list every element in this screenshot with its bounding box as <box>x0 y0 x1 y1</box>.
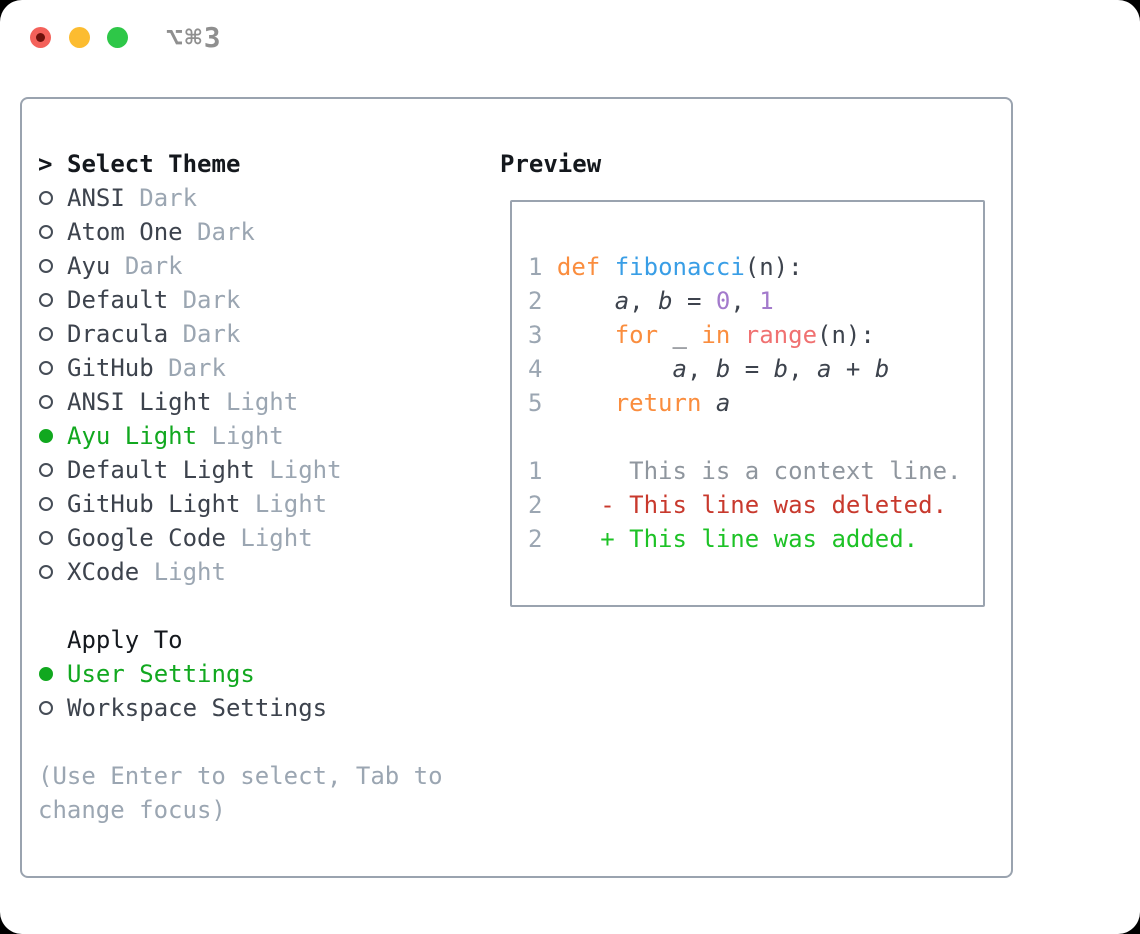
preview-code: 1 def fibonacci(n): 2 a, b = 0, 1 3 for _ … <box>528 250 983 556</box>
radio-icon <box>39 225 53 239</box>
minimize-button-icon[interactable] <box>69 27 90 48</box>
preview-code-line: 4 a, b = b, a + b <box>528 355 890 383</box>
radio-icon <box>39 667 53 681</box>
theme-variant: Light <box>240 524 313 552</box>
theme-list: ANSI Dark Atom One Dark Ayu Dark Default… <box>38 181 458 589</box>
apply-to-title: Apply To <box>67 626 183 654</box>
theme-variant: Light <box>225 388 299 416</box>
theme-variant: Light <box>269 456 342 484</box>
radio-icon <box>39 565 53 579</box>
theme-variant: Light <box>153 558 226 586</box>
radio-icon <box>39 497 53 511</box>
theme-name: Atom One <box>67 218 183 246</box>
theme-name: ANSI <box>67 184 125 212</box>
preview-code-line: 2 a, b = 0, 1 <box>528 287 774 315</box>
theme-option[interactable]: Default Dark <box>38 283 458 317</box>
apply-to-section: Apply To User Settings Workspace Setting… <box>38 623 458 725</box>
theme-option[interactable]: Dracula Dark <box>38 317 458 351</box>
apply-to-list: User Settings Workspace Settings <box>38 657 458 725</box>
radio-icon <box>39 327 53 341</box>
preview-code-line: 1 This is a context line. <box>528 457 962 485</box>
theme-name: XCode <box>67 558 140 586</box>
theme-variant: Light <box>254 490 328 518</box>
theme-option[interactable]: GitHub Dark <box>38 351 458 385</box>
theme-option[interactable]: ANSI Dark <box>38 181 458 215</box>
apply-to-label: User Settings <box>67 660 255 688</box>
preview-box: 1 def fibonacci(n): 2 a, b = 0, 1 3 for _ … <box>510 200 985 607</box>
preview-code-line: 5 return a <box>528 389 731 417</box>
theme-name: Ayu Light <box>67 422 198 450</box>
help-text: (Use Enter to select, Tab to change focu… <box>38 762 443 824</box>
preview-code-line: 3 for _ in range(n): <box>528 321 875 349</box>
theme-name: GitHub <box>67 354 154 382</box>
theme-variant: Dark <box>182 320 241 348</box>
theme-option[interactable]: Ayu Light Light <box>38 419 458 453</box>
radio-icon <box>39 429 53 443</box>
preview-code-line <box>528 420 983 454</box>
radio-icon <box>39 293 53 307</box>
apply-to-option[interactable]: User Settings <box>38 657 458 691</box>
theme-name: Default <box>67 286 169 314</box>
theme-name: GitHub Light <box>67 490 241 518</box>
theme-variant: Dark <box>197 218 255 246</box>
radio-icon <box>39 361 53 375</box>
preview-code-line: 2 - This line was deleted. <box>528 491 948 519</box>
radio-icon <box>39 395 53 409</box>
theme-option[interactable]: Ayu Dark <box>38 249 458 283</box>
theme-option[interactable]: ANSI Light Light <box>38 385 458 419</box>
window-title: ⌥⌘3 <box>166 21 223 54</box>
theme-option[interactable]: Atom One Dark <box>38 215 458 249</box>
theme-selector-panel: > Select Theme ANSI Dark Atom One Dark Ay… <box>20 97 1013 878</box>
zoom-button-icon[interactable] <box>107 27 128 48</box>
apply-to-option[interactable]: Workspace Settings <box>38 691 458 725</box>
theme-variant: Light <box>211 422 284 450</box>
radio-icon <box>39 259 53 273</box>
radio-icon <box>39 463 53 477</box>
select-theme-header: > Select Theme <box>38 147 458 181</box>
theme-variant: Dark <box>182 286 241 314</box>
theme-variant: Dark <box>168 354 226 382</box>
preview-title: Preview <box>500 150 602 178</box>
theme-variant: Dark <box>139 184 198 212</box>
theme-name: Default Light <box>67 456 255 484</box>
theme-name: Dracula <box>67 320 169 348</box>
theme-list-column: > Select Theme ANSI Dark Atom One Dark Ay… <box>38 147 458 827</box>
radio-icon <box>39 191 53 205</box>
close-button-icon[interactable] <box>30 27 51 48</box>
theme-name: Ayu <box>67 252 111 280</box>
theme-option[interactable]: GitHub Light Light <box>38 487 458 521</box>
apply-to-label: Workspace Settings <box>67 694 328 722</box>
preview-code-line: 1 def fibonacci(n): <box>528 253 803 281</box>
select-theme-title: Select Theme <box>67 150 241 178</box>
radio-icon <box>39 531 53 545</box>
theme-option[interactable]: Default Light Light <box>38 453 458 487</box>
preview-code-line: 2 + This line was added. <box>528 525 919 553</box>
radio-icon <box>39 701 53 715</box>
theme-variant: Dark <box>124 252 183 280</box>
focus-caret-icon: > <box>38 150 53 178</box>
theme-name: ANSI Light <box>67 388 212 416</box>
theme-option[interactable]: Google Code Light <box>38 521 458 555</box>
theme-option[interactable]: XCode Light <box>38 555 458 589</box>
theme-name: Google Code <box>67 524 226 552</box>
